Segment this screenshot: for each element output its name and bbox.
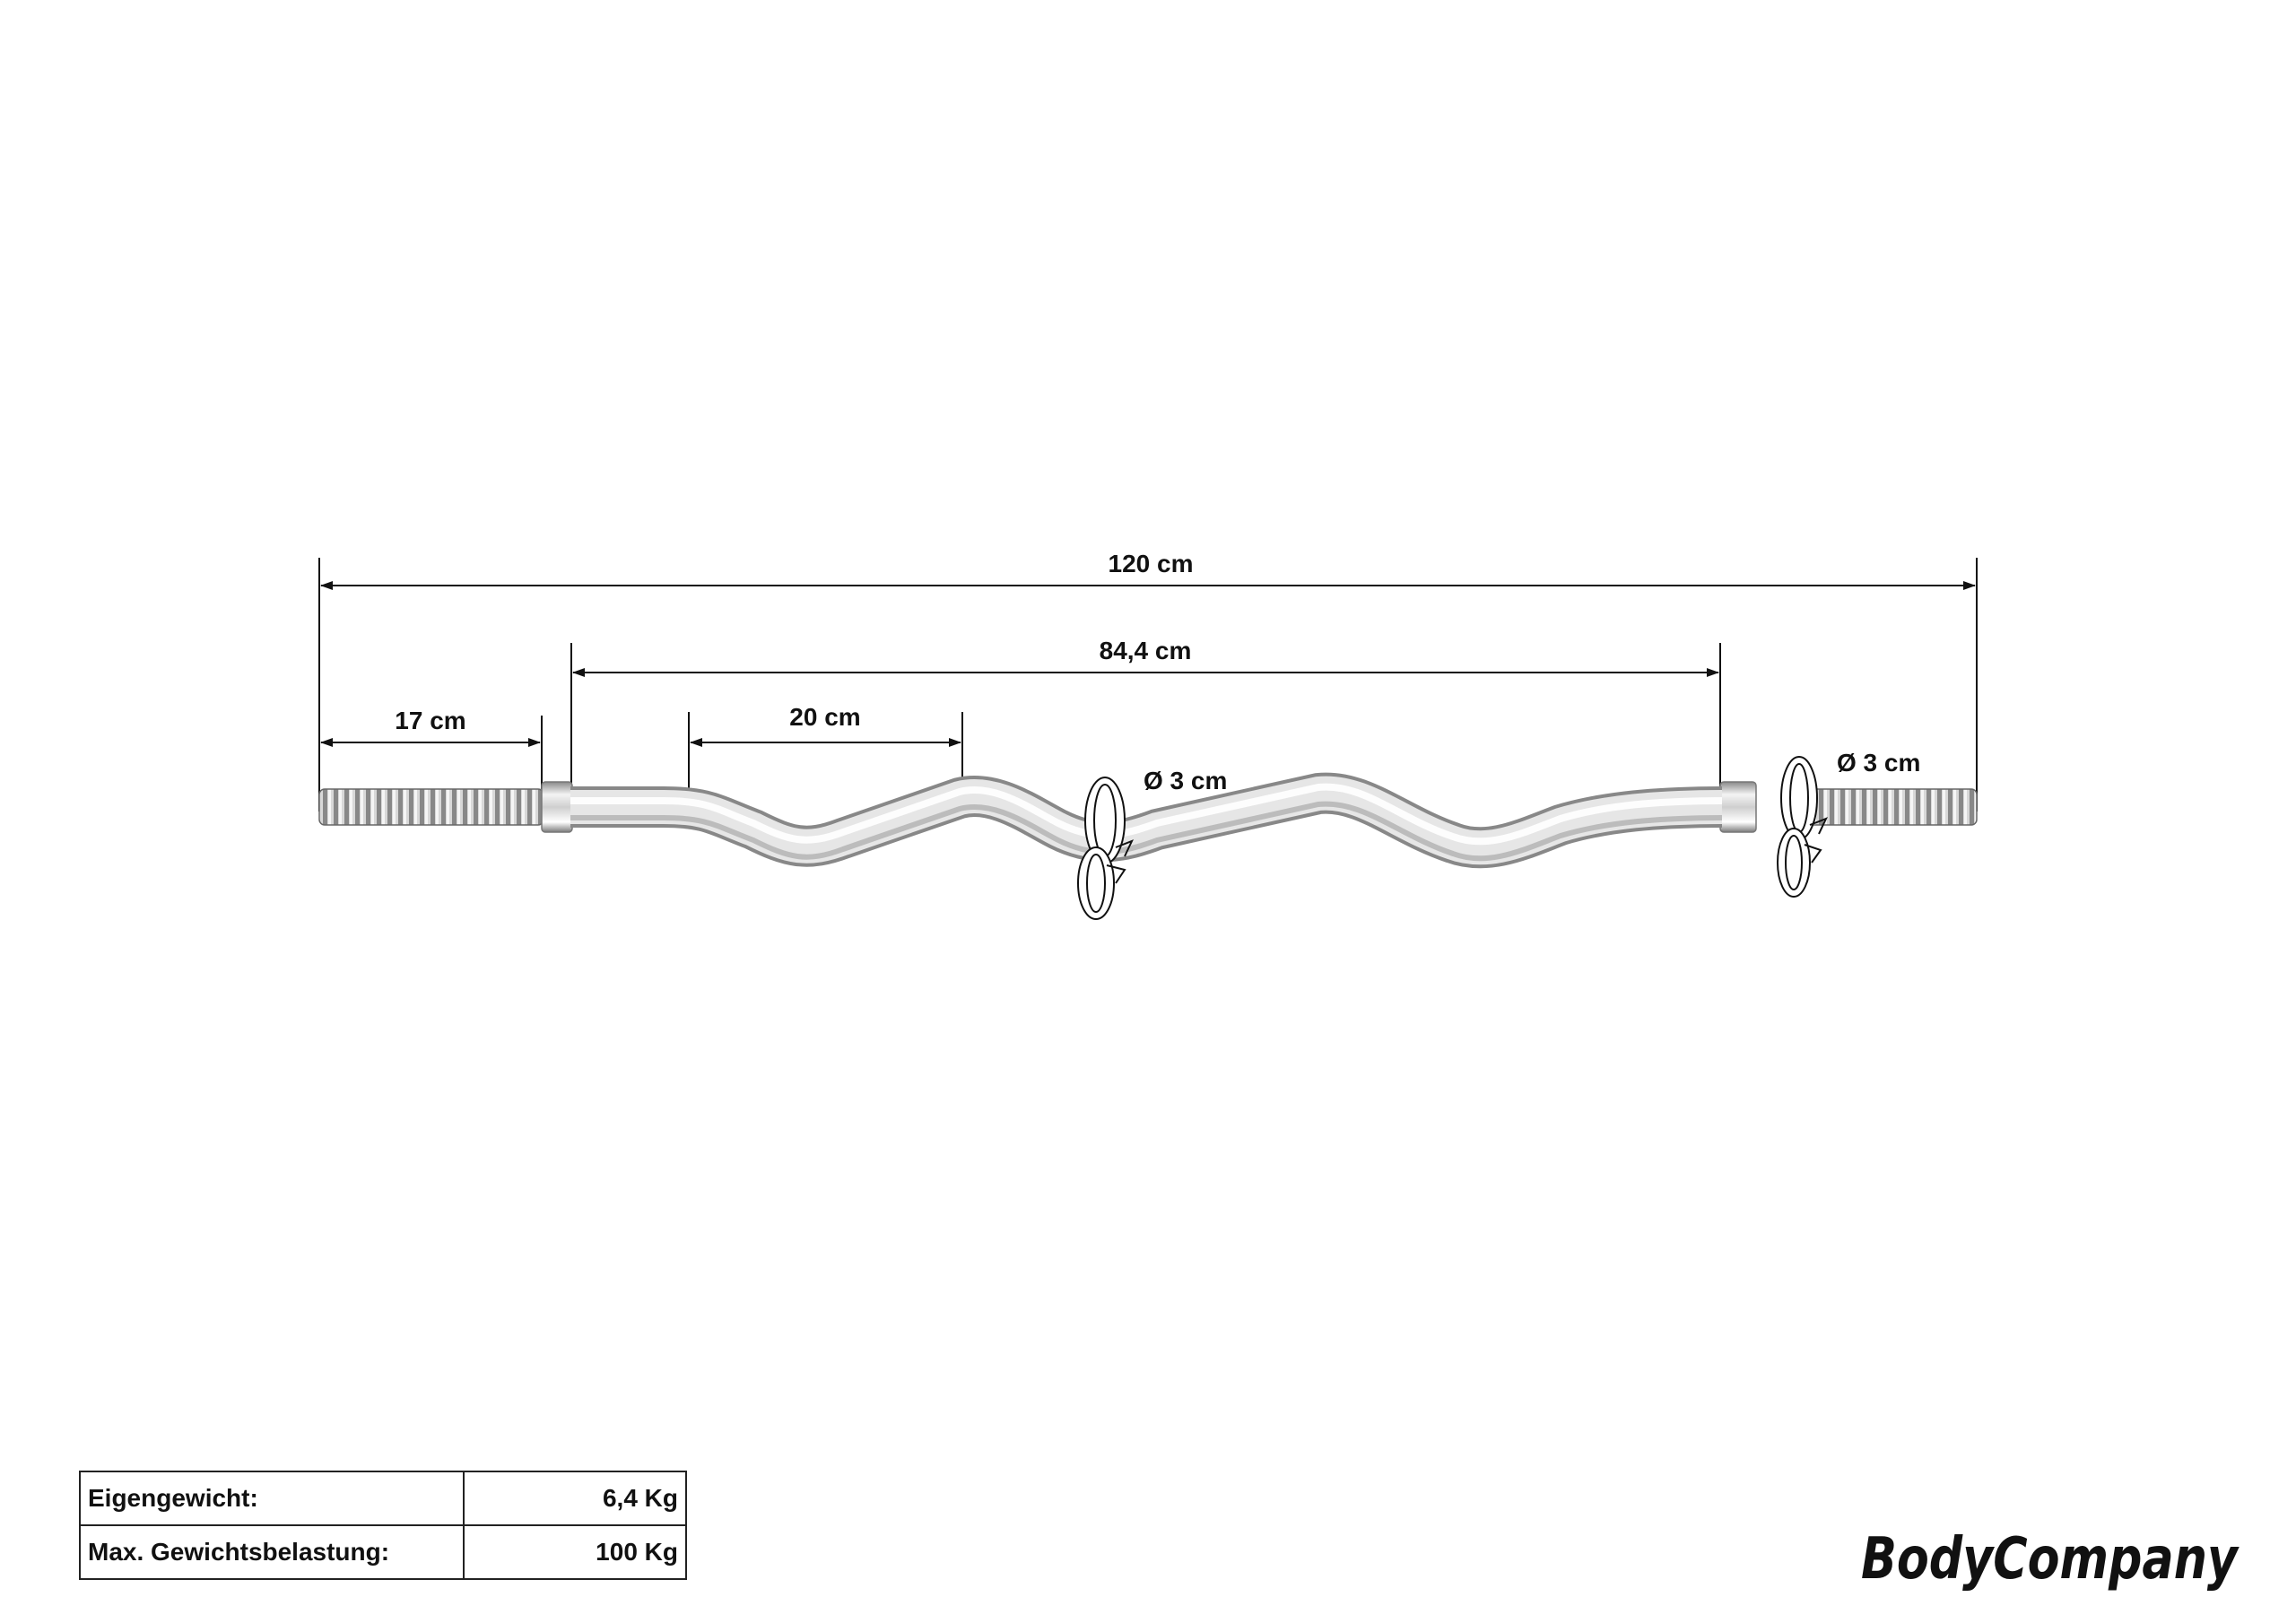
extension-lines — [318, 558, 1978, 812]
label-sleeve-length: 17 cm — [395, 707, 465, 734]
label-grip-length: 20 cm — [789, 703, 860, 731]
spec-value: 6,4 Kg — [463, 1471, 687, 1526]
spec-table: Eigengewicht: 6,4 Kg Max. Gewichtsbelast… — [79, 1471, 687, 1580]
rotation-indicator-center — [1077, 777, 1134, 920]
table-row: Max. Gewichtsbelastung: 100 Kg — [79, 1524, 687, 1580]
label-diameter-sleeve: Ø 3 cm — [1837, 749, 1920, 777]
spec-label: Max. Gewichtsbelastung: — [79, 1524, 465, 1580]
rotation-indicator-sleeve — [1777, 756, 1828, 898]
table-row: Eigengewicht: 6,4 Kg — [79, 1471, 687, 1526]
brand-logo: BodyCompany — [1861, 1526, 2239, 1593]
left-collar — [541, 781, 573, 833]
spec-value: 100 Kg — [463, 1524, 687, 1580]
spec-label: Eigengewicht: — [79, 1471, 465, 1526]
dimension-lines — [320, 581, 1976, 747]
brand-logo-text: BodyCompany — [1861, 1526, 2239, 1593]
right-collar — [1719, 781, 1757, 833]
ez-curl-bar — [318, 772, 1978, 869]
label-total-length: 120 cm — [1109, 550, 1194, 577]
left-thread — [318, 788, 544, 826]
label-diameter-center: Ø 3 cm — [1144, 767, 1227, 794]
label-inner-length: 84,4 cm — [1100, 637, 1192, 664]
